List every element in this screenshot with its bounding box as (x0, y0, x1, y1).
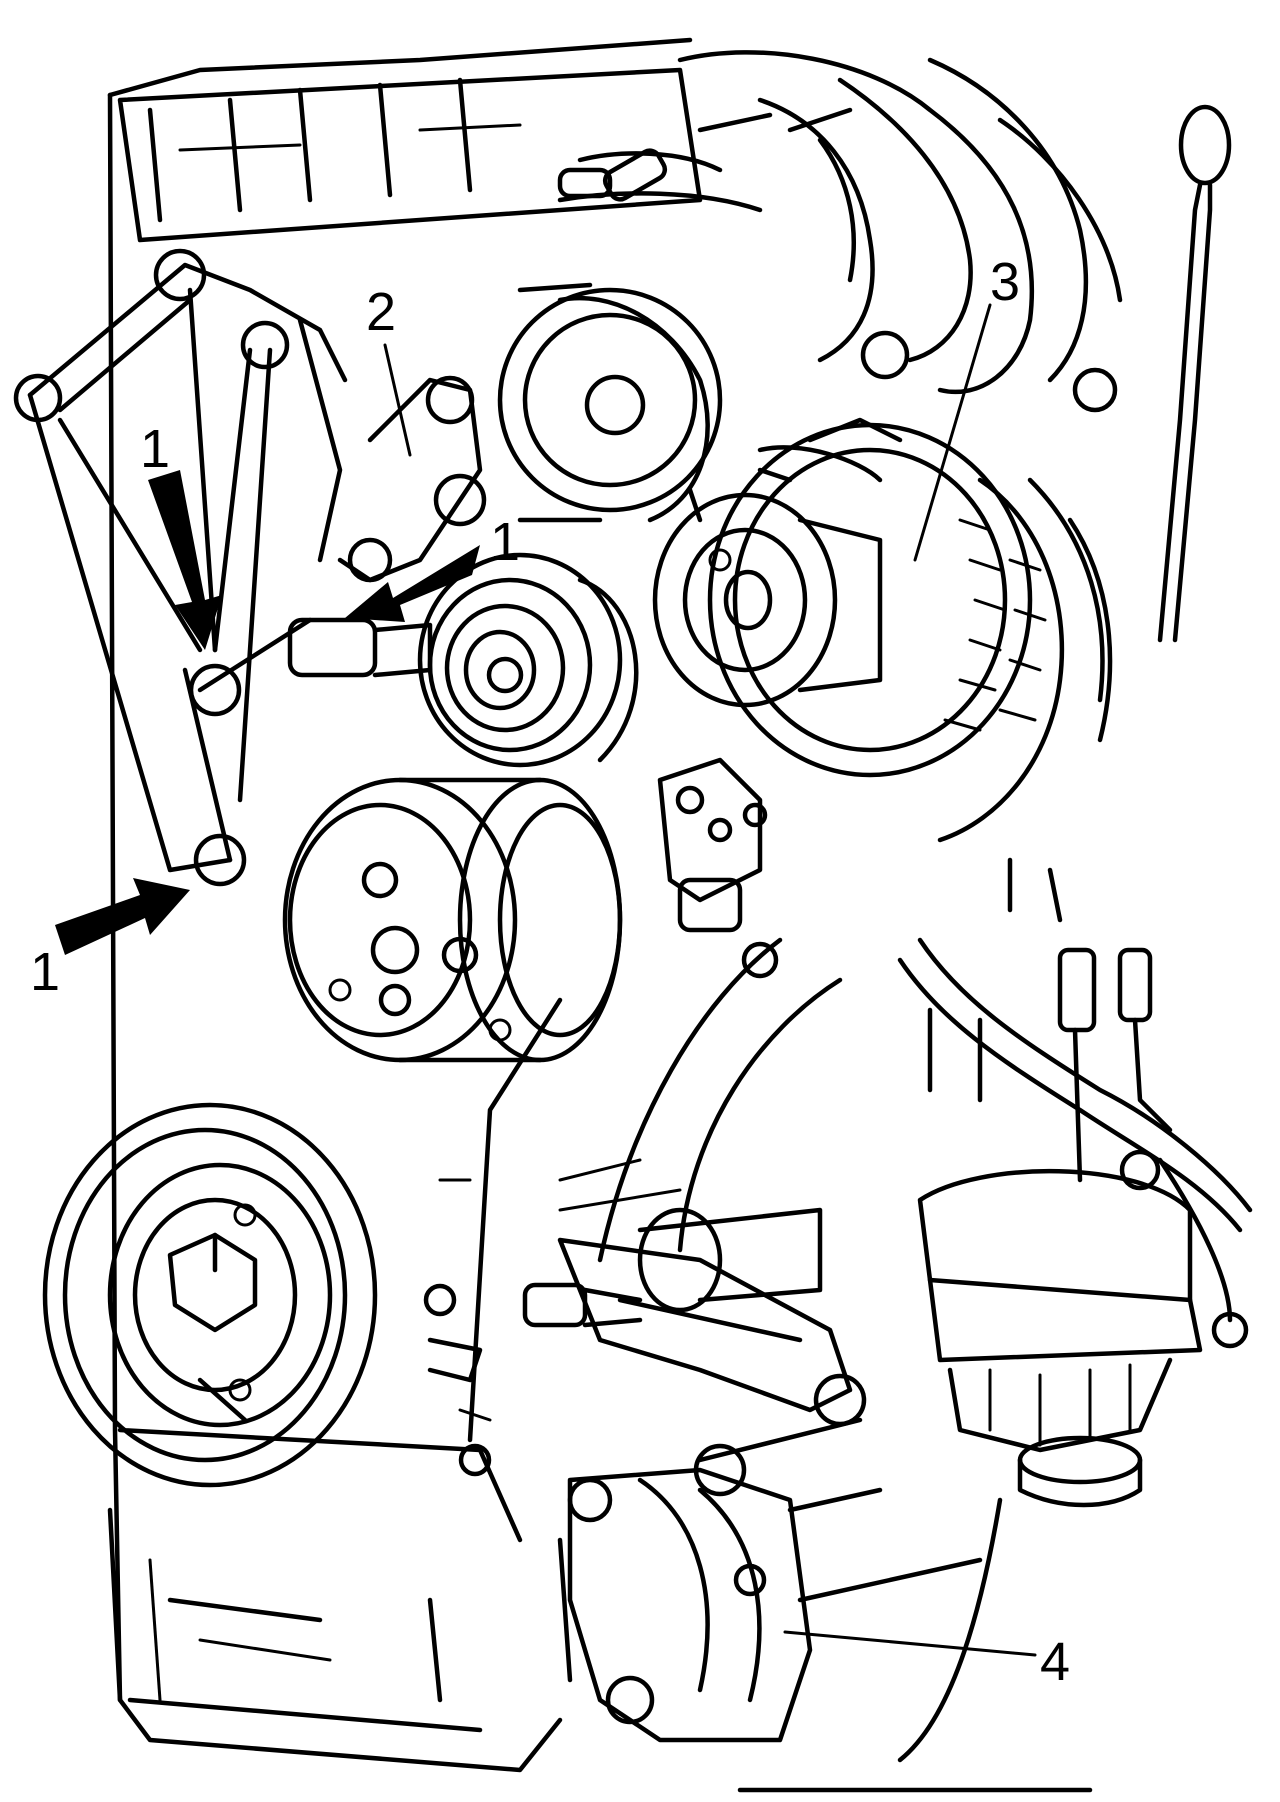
arrow-up-right-icon (55, 878, 190, 955)
leader-4 (783, 1630, 1037, 1657)
engine-mount (557, 1467, 983, 1743)
wiring-harness (897, 857, 1253, 1349)
callout-3: 3 (990, 252, 1020, 312)
callout-1-top: 1 (140, 419, 170, 479)
arrow-left-icon (345, 545, 480, 622)
leader-2 (383, 343, 412, 457)
callout-2: 2 (366, 282, 396, 342)
callout-4: 4 (1040, 1632, 1070, 1692)
arrows (55, 470, 480, 955)
arrow-down-icon (148, 470, 222, 650)
upper-pulley (497, 282, 723, 523)
mounting-bracket (13, 248, 348, 887)
engine-block (107, 37, 693, 1773)
leader-3 (913, 303, 992, 562)
water-pump-pulley (282, 777, 623, 1063)
compressor-bracket (522, 937, 867, 1497)
alternator-mount (657, 757, 779, 979)
leader-lines (383, 303, 1037, 1657)
dipstick (1157, 104, 1232, 643)
block-details (423, 1158, 682, 1477)
callouts: 1 1 1 2 3 4 (30, 252, 1070, 1692)
callout-1-bottom: 1 (30, 942, 60, 1002)
tensioner-arm (287, 375, 487, 678)
alternator (652, 417, 1113, 843)
oil-filter (897, 1168, 1203, 1763)
callout-1-middle: 1 (490, 512, 520, 572)
idler-pulley (417, 552, 639, 768)
crankshaft-pulley (42, 1102, 378, 1488)
intake-manifold (117, 50, 1123, 413)
